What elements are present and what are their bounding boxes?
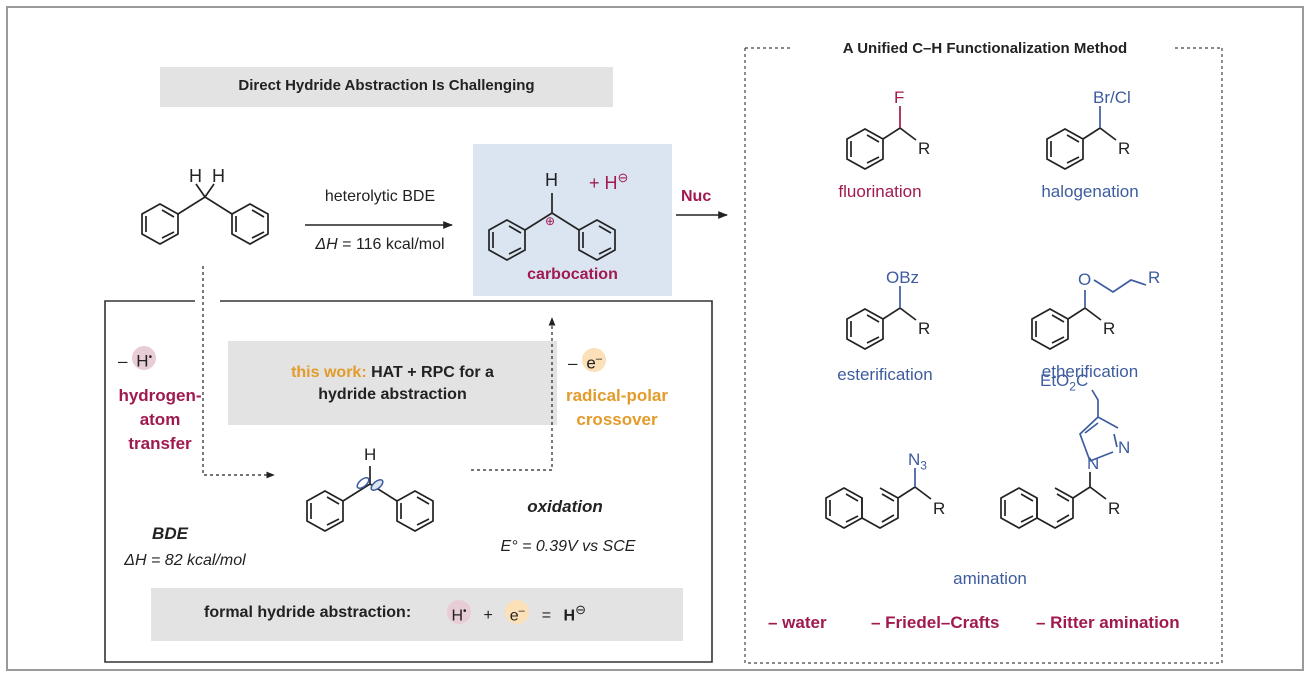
hat-label: hydrogen- atom transfer — [118, 386, 202, 453]
formal-label: formal hydride abstraction: — [204, 604, 412, 621]
product-halogenation — [1046, 106, 1117, 170]
footer-ritter: – Ritter amination — [1036, 613, 1180, 632]
pyrazole-n1: N — [1087, 454, 1100, 473]
figure-frame — [6, 6, 1304, 671]
released-hydride: + H⊖ — [589, 170, 629, 193]
heterolytic-enthalpy: ΔH = 116 kcal/mol — [315, 236, 445, 253]
product-r: R — [933, 499, 946, 518]
oxidation-label: oxidation — [527, 497, 603, 516]
footer-friedel-crafts: – Friedel–Crafts — [871, 613, 1000, 632]
label-fluorination: fluorination — [838, 182, 922, 201]
label-esterification: esterification — [837, 365, 933, 384]
substrate-h-left: H — [189, 166, 202, 186]
product-ether-oxygen: O — [1078, 270, 1092, 289]
product-substituent: F — [894, 88, 905, 107]
carbocation-charge: ⊕ — [545, 214, 556, 228]
radical-structure — [306, 466, 434, 532]
carbocation-h: H — [545, 170, 558, 190]
this-work-box — [228, 341, 557, 425]
pyrazole-n2: N — [1118, 438, 1131, 457]
unified-box — [744, 47, 1223, 664]
challenge-box — [160, 67, 613, 107]
challenge-title: Direct Hydride Abstraction Is Challengin… — [238, 77, 535, 94]
product-fluorination — [846, 106, 917, 170]
product-r: R — [1108, 499, 1121, 518]
label-amination: amination — [953, 569, 1027, 588]
product-r: R — [918, 319, 931, 338]
diphenylmethane — [141, 183, 269, 245]
product-azide: N3 — [908, 450, 927, 473]
rpc-species: – e– — [568, 348, 607, 374]
product-esterification — [846, 286, 917, 350]
nuc-label: Nuc — [681, 188, 712, 205]
product-substituent: OBz — [886, 268, 920, 287]
p-orbital-lobe — [370, 479, 384, 491]
footer-water: – water — [768, 613, 827, 632]
product-etherification — [1031, 279, 1147, 350]
product-pyrazole — [1000, 389, 1119, 529]
product-r: R — [918, 139, 931, 158]
bde-label: BDE — [152, 524, 188, 543]
rpc-label: radical-polar crossover — [565, 386, 669, 429]
formal-box — [151, 588, 683, 641]
formal-equation: H• + e– = H⊖ — [447, 600, 586, 625]
carbocation-structure — [488, 193, 616, 261]
oxidation-value: E° = 0.39V vs SCE — [500, 538, 636, 555]
substrate-h-right: H — [212, 166, 225, 186]
carbocation-label: carbocation — [527, 266, 618, 283]
p-orbital-lobe — [356, 477, 370, 489]
product-r: R — [1103, 319, 1116, 338]
heterolytic-label: heterolytic BDE — [324, 188, 436, 205]
radical-h: H — [364, 445, 377, 464]
rpc-arrow — [471, 317, 556, 471]
product-r: R — [1118, 139, 1131, 158]
product-r: R — [1148, 268, 1161, 287]
bde-value: ΔH = 82 kcal/mol — [124, 552, 246, 569]
hat-species: – H• — [118, 346, 157, 372]
unified-title: A Unified C–H Functionalization Method — [795, 40, 1175, 57]
this-work-line2: hydride abstraction — [318, 386, 467, 403]
product-substituent: Br/Cl — [1093, 88, 1131, 107]
this-work-line1: this work: HAT + RPC for a — [291, 364, 494, 381]
product-ester: EtO2C — [1040, 371, 1089, 394]
mechanism-box — [104, 300, 713, 663]
label-etherification: etherification — [1041, 362, 1139, 381]
label-halogenation: halogenation — [1041, 182, 1139, 201]
product-azide — [825, 468, 932, 529]
